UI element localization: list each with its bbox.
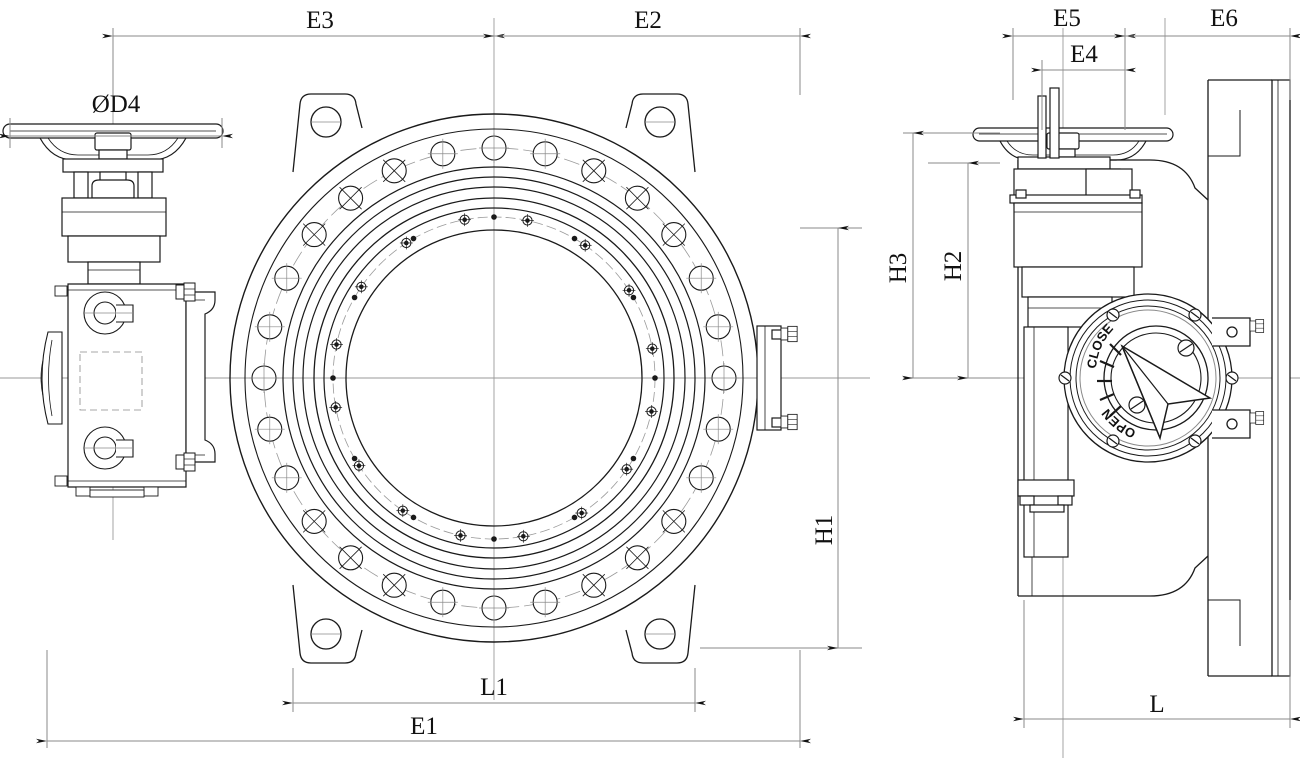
seat-ring-dowel	[652, 375, 658, 381]
seat-ring-screw	[619, 462, 634, 477]
flange-bolt-hole	[254, 311, 286, 343]
lug-hole	[644, 618, 676, 650]
dim-label-h1: H1	[811, 515, 838, 546]
dim-label-l1: L1	[480, 674, 508, 701]
seat-ring-dowel	[351, 455, 358, 462]
seat-ring-dowel	[330, 375, 336, 381]
dim-label-l: L	[1149, 691, 1164, 718]
lug-hole	[310, 106, 342, 138]
seat-ring-screw	[644, 404, 659, 419]
seat-ring-dowel	[410, 514, 417, 521]
flange-bolt-hole	[661, 508, 687, 534]
dim-label-e6: E6	[1210, 5, 1238, 32]
handwheel-front	[2, 123, 224, 199]
dim-label-e4: E4	[1070, 41, 1098, 68]
seat-ring-screw	[329, 337, 344, 352]
dim-label-d4: ØD4	[92, 91, 141, 118]
flange-bolt-hole	[529, 138, 561, 170]
gearbox-stem-adapter	[61, 197, 167, 285]
seat-ring-dowel	[571, 514, 578, 521]
lug-hole	[644, 106, 676, 138]
seat-ring-dowel	[410, 235, 417, 242]
seat-ring-dowel	[630, 294, 637, 301]
flange-bolt-hole	[581, 158, 607, 184]
seat-ring-screw	[328, 400, 343, 415]
seat-ring-dowel	[571, 235, 578, 242]
flange-bolt-hole	[381, 158, 407, 184]
flange-bolt-hole	[271, 262, 303, 294]
seat-ring-dowel	[630, 455, 637, 462]
flange-bolt-hole	[478, 592, 510, 624]
indicator-dial[interactable]	[1058, 308, 1239, 448]
dial-pointer	[1120, 344, 1213, 441]
seat-ring-screw	[578, 238, 593, 253]
gearbox-side	[1009, 168, 1143, 558]
dim-label-e1: E1	[410, 713, 438, 740]
flange-bolt-hole	[624, 185, 650, 211]
side-view: CLOSE OPEN	[972, 79, 1291, 677]
flange-bolt-hole	[381, 572, 407, 598]
flange-bolt-hole	[685, 462, 717, 494]
dimension-lines	[0, 28, 1300, 748]
front-view	[2, 93, 798, 664]
dim-label-e5: E5	[1053, 5, 1081, 32]
flange-bolt-hole	[708, 362, 740, 394]
flange-bolt-hole	[702, 311, 734, 343]
flange-bolt-hole	[427, 586, 459, 618]
flange-bolt-hole	[254, 413, 286, 445]
flange-bolt-hole	[581, 572, 607, 598]
flange-bolt-hole	[661, 222, 687, 248]
flange-bolt-hole	[427, 138, 459, 170]
dim-label-h3: H3	[885, 253, 912, 284]
seat-ring-screw	[395, 503, 410, 518]
seat-ring-screw	[516, 529, 531, 544]
seat-ring-screw	[354, 279, 369, 294]
seat-ring-dowel	[491, 214, 497, 220]
body-lugs	[292, 93, 696, 664]
gearbox-housing-front	[40, 282, 216, 498]
dim-label-h2: H2	[940, 251, 967, 282]
seat-ring-screw	[645, 341, 660, 356]
dial-ticks	[1097, 343, 1122, 417]
handwheel-side	[972, 87, 1174, 170]
dim-label-e2: E2	[634, 7, 662, 34]
flange-bolt-hole	[529, 586, 561, 618]
flange-bolt-hole	[301, 508, 327, 534]
flange-bolt-hole	[301, 222, 327, 248]
flange-bolt-hole	[248, 362, 280, 394]
stem-bearing-cover	[756, 325, 798, 431]
flange-bolt-hole	[685, 262, 717, 294]
seat-ring-screw	[457, 212, 472, 227]
seat-ring-dowel	[491, 536, 497, 542]
flange-bolt-hole	[624, 545, 650, 571]
flange-bolt-hole	[271, 462, 303, 494]
lug-hole	[310, 618, 342, 650]
dimension-labels: ØD4 E3 E2 L1 E1 H1 E5 E6 E4 H3 H2 L	[92, 5, 1238, 740]
flange-bolt-hole	[702, 413, 734, 445]
dim-label-e3: E3	[306, 7, 334, 34]
flange-bolt-hole	[338, 545, 364, 571]
flange-bolt-hole	[478, 132, 510, 164]
seat-ring-screw	[453, 528, 468, 543]
seat-ring-screw	[520, 213, 535, 228]
seat-ring-dowel	[351, 294, 358, 301]
flange-bolt-hole	[338, 185, 364, 211]
